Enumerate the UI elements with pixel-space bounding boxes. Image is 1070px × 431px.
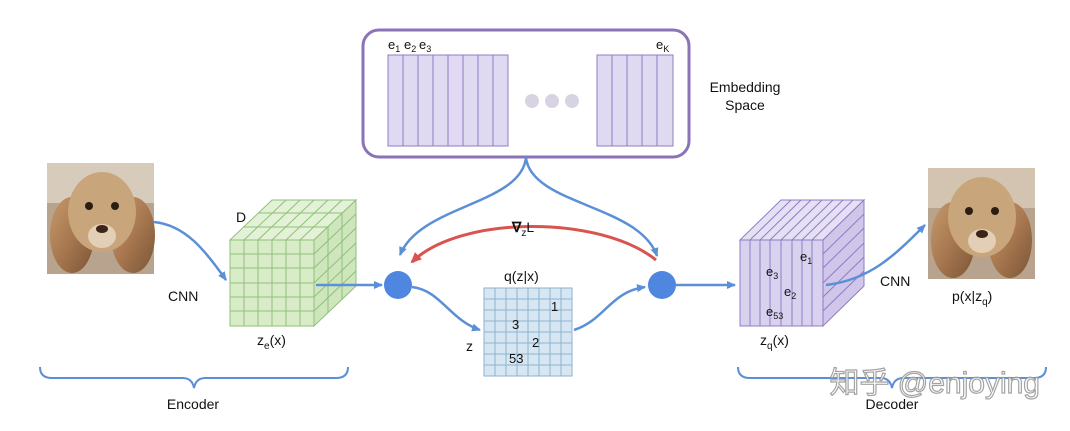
output-dog-image — [928, 168, 1035, 279]
embedding-space-title-line2: Space — [725, 97, 765, 113]
arrow-embedding-to-left-node — [398, 157, 528, 256]
flow-arrows — [153, 157, 926, 332]
encoder-cube — [228, 198, 358, 328]
decoder-brace — [737, 366, 1047, 389]
left-node — [384, 271, 412, 299]
embedding-e3-label: e3 — [419, 37, 431, 54]
embedding-space: e1 e2 e3 eK Embedding Space — [361, 28, 781, 159]
arrow-grid-to-node — [573, 284, 646, 332]
grid-value-53: 53 — [509, 351, 523, 366]
ellipsis-dots — [525, 94, 579, 108]
gradient-label: ∇zL — [511, 219, 534, 239]
q-label: q(z|x) — [504, 268, 539, 284]
right-node — [648, 271, 676, 299]
ze-label: ze(x) — [257, 332, 286, 352]
grid-value-1: 1 — [551, 299, 558, 314]
decoder-cnn-label: CNN — [880, 273, 910, 289]
gradient-arrow — [410, 225, 657, 264]
decoder-e2-label: e2 — [784, 284, 796, 301]
arrow-node-to-grid — [411, 285, 481, 332]
zq-label: zq(x) — [760, 332, 789, 352]
embedding-space-title-line1: Embedding — [710, 79, 781, 95]
encoder-d-label: D — [236, 209, 246, 225]
watermark: 知乎 @enjoying — [829, 367, 1040, 400]
arrow-input-to-encoder — [153, 220, 228, 281]
arrow-embedding-to-right-node — [524, 157, 659, 257]
decoder-cube: e1 e3 e2 e53 — [738, 198, 866, 328]
z-label: z — [466, 338, 473, 354]
decoder-section-label: Decoder — [866, 396, 919, 412]
grid-value-3: 3 — [512, 317, 519, 332]
encoder-cnn-label: CNN — [168, 288, 198, 304]
encoder-section-label: Encoder — [167, 396, 219, 412]
embedding-block-right — [596, 54, 674, 147]
encoder-brace — [39, 366, 349, 389]
latent-index-grid: 1 3 2 53 — [483, 287, 573, 377]
decoder-e53-label: e53 — [766, 304, 783, 321]
arrow-decoder-to-output — [825, 224, 926, 287]
decoder-e3-label: e3 — [766, 264, 778, 281]
output-prob-label: p(x|zq) — [952, 288, 992, 308]
embedding-block-left — [387, 54, 509, 147]
embedding-e1-label: e1 — [388, 37, 400, 54]
input-dog-image — [47, 163, 155, 274]
embedding-e2-label: e2 — [404, 37, 416, 54]
grid-value-2: 2 — [532, 335, 539, 350]
embedding-ek-label: eK — [656, 37, 669, 54]
decoder-e1-label: e1 — [800, 249, 812, 266]
